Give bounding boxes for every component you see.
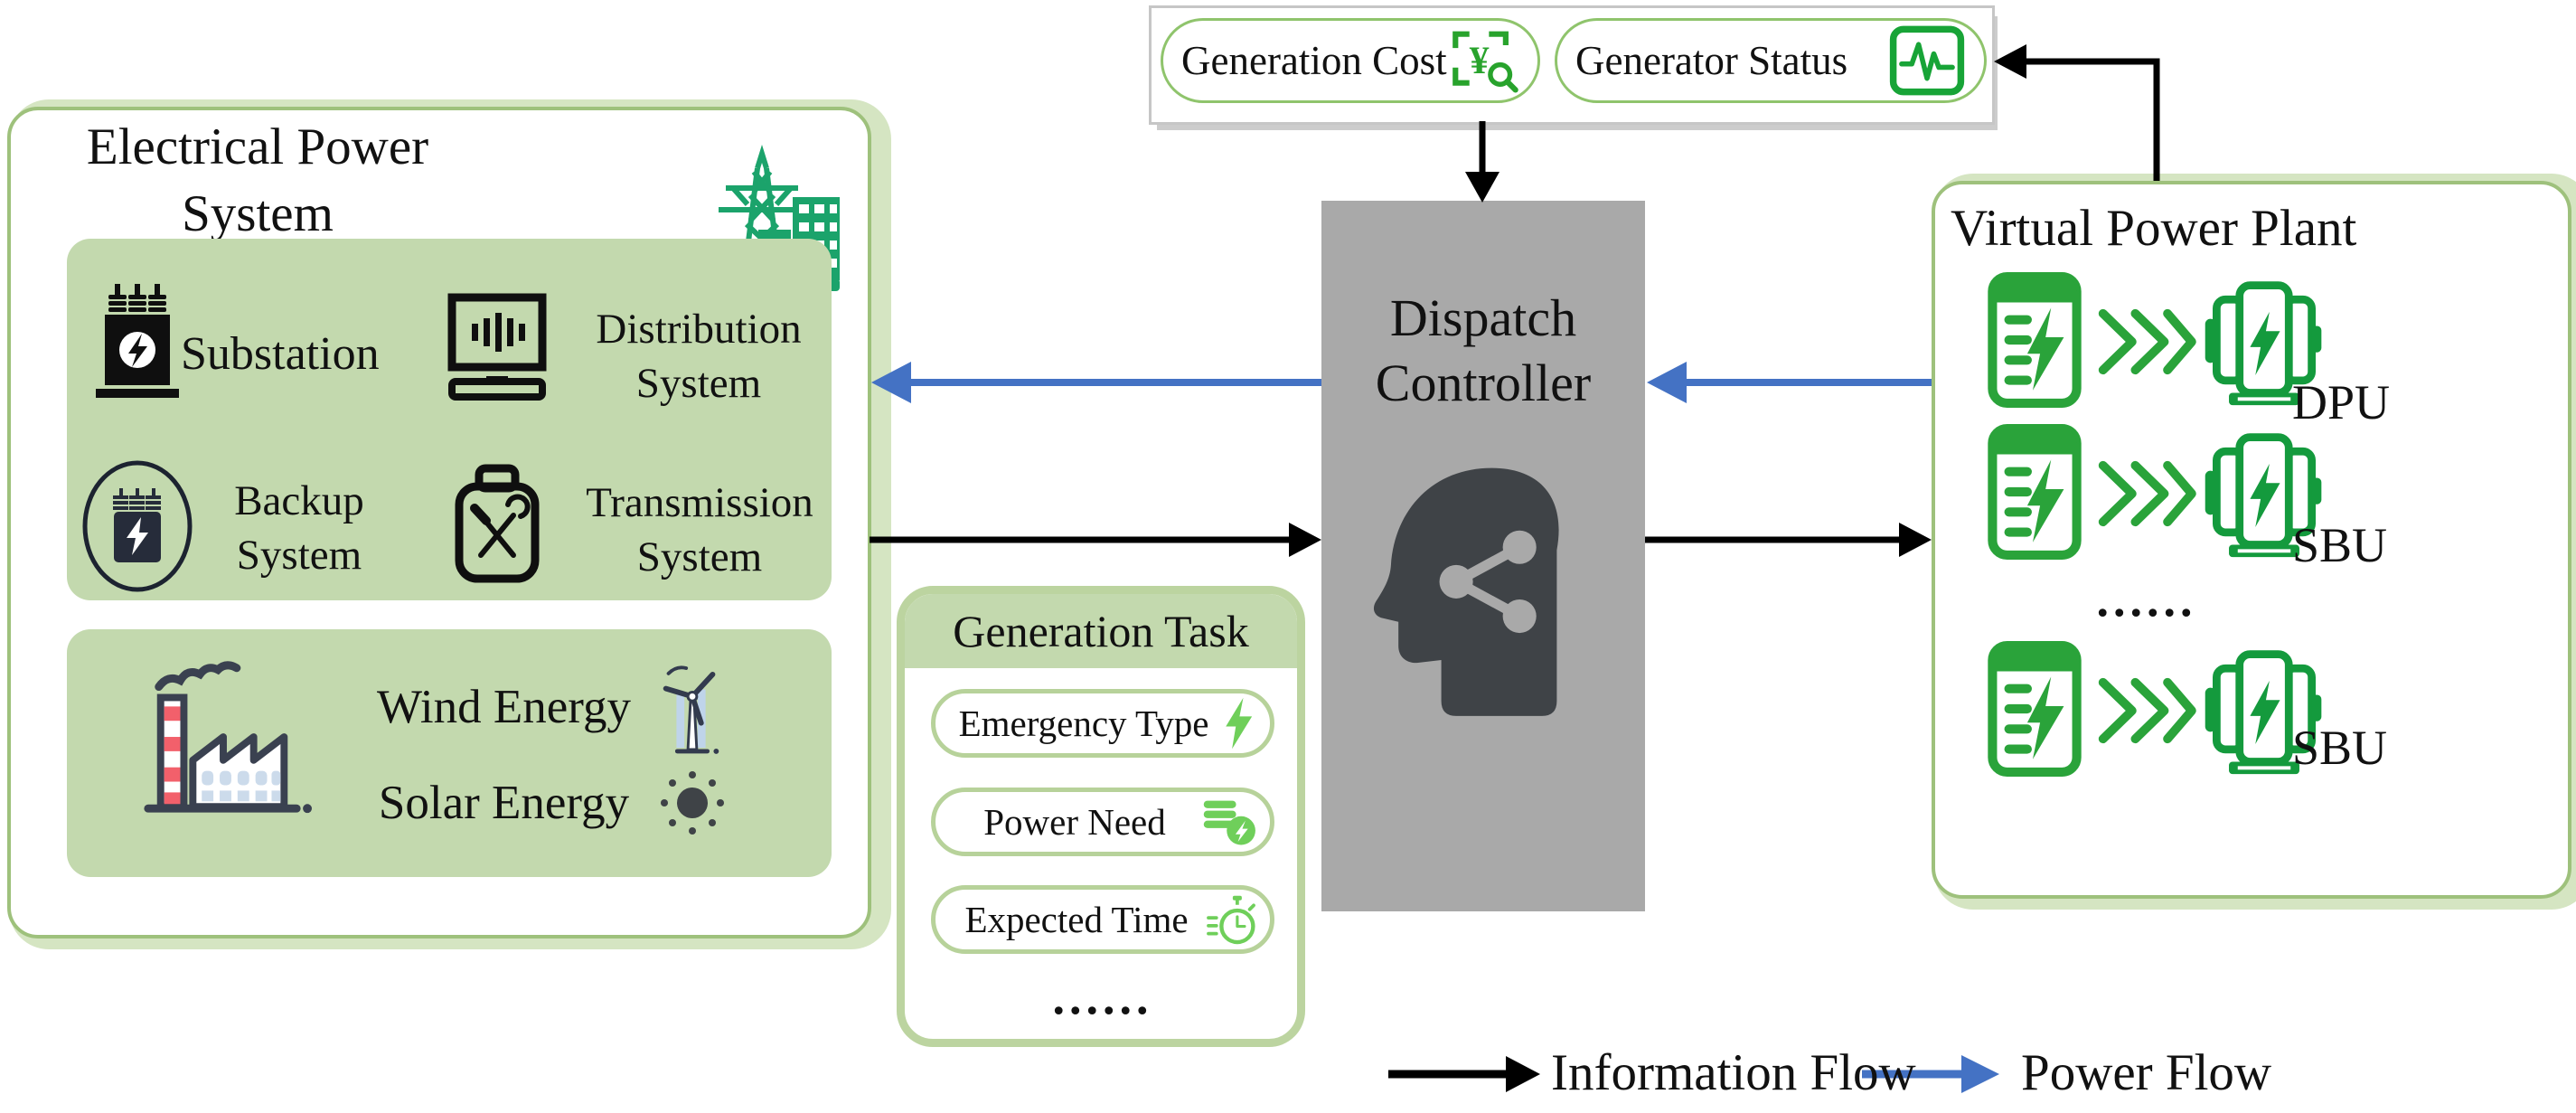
chevrons-right-icon [2098,308,2196,375]
expected-time-label: Expected Time [964,899,1189,940]
lightning-icon [1226,697,1253,750]
chevrons-right-icon [2098,677,2196,744]
substation-icon [96,284,179,398]
generation-task-ellipsis: ...... [1052,970,1153,1024]
stopwatch-icon [1207,895,1255,945]
generator-unit-icon [2205,281,2322,406]
backup-system-label: Backup System [234,477,364,579]
eps-title-line2: System [182,185,334,242]
energy-coins-icon [1203,800,1255,845]
info-arrow-toppanel-to-dispatch [1465,121,1500,203]
dpu-label: DPU [2292,375,2391,429]
transmission-tools-icon [455,464,540,583]
info-arrow-eps-to-dispatch [870,523,1321,557]
dispatch-title-line2: Controller [1375,354,1592,412]
expected-time-pill: Expected Time [931,885,1274,954]
dispatch-brain-head-icon [1373,467,1559,716]
distribution-icon [447,293,547,401]
generation-task-title: Generation Task [905,594,1297,668]
info-arrow-dispatch-to-vpp [1645,523,1932,557]
sun-icon [661,771,724,835]
generator-status-pill: Generator Status [1555,18,1987,103]
dispatch-controller-title: Dispatch Controller [1321,286,1645,416]
power-task-list-icon [1988,424,2082,560]
power-task-list-icon [1988,272,2082,408]
power-need-pill: Power Need [931,788,1274,856]
dispatch-title-line1: Dispatch [1389,288,1577,347]
wind-turbine-icon [663,665,719,754]
distribution-system-label: Distribution System [596,306,802,407]
chevrons-right-icon [2098,460,2196,527]
virtual-power-plant-title: Virtual Power Plant [1951,200,2357,257]
wind-energy-label: Wind Energy [377,681,631,733]
power-arrow-vpp-to-dispatch [1647,362,1932,403]
eps-title-line1: Electrical Power [86,118,429,175]
emergency-type-pill: Emergency Type [931,689,1274,758]
electrical-power-system-title: Electrical Power System [41,114,475,248]
svg-text:¥: ¥ [1469,39,1489,82]
pulse-monitor-icon [1889,25,1965,96]
vpp-ellipsis: ...... [2096,572,2197,627]
power-task-list-icon [1988,641,2082,777]
transmission-system-label: Transmission System [586,479,813,580]
generator-status-label: Generator Status [1575,38,1848,83]
generation-cost-pill: Generation Cost ¥ [1161,18,1540,103]
generator-unit-icon [2205,650,2322,775]
sbu-label: SBU [2292,518,2388,572]
info-arrow-vpp-to-toppanel [1994,44,2160,181]
legend-information-flow-arrow [1388,1056,1540,1092]
generator-unit-icon [2205,433,2322,558]
sbu-label: SBU [2292,721,2388,775]
substation-label: Substation [181,328,380,380]
emergency-type-label: Emergency Type [958,703,1209,744]
backup-battery-icon [82,460,193,592]
power-need-label: Power Need [983,801,1166,843]
power-arrow-dispatch-to-eps [871,362,1321,403]
power-flow-label: Power Flow [2021,1044,2272,1101]
factory-icon [144,661,312,814]
information-flow-label: Information Flow [1551,1044,1916,1101]
yen-search-icon: ¥ [1452,31,1518,93]
solar-energy-label: Solar Energy [378,777,630,829]
generation-cost-label: Generation Cost [1181,38,1447,83]
